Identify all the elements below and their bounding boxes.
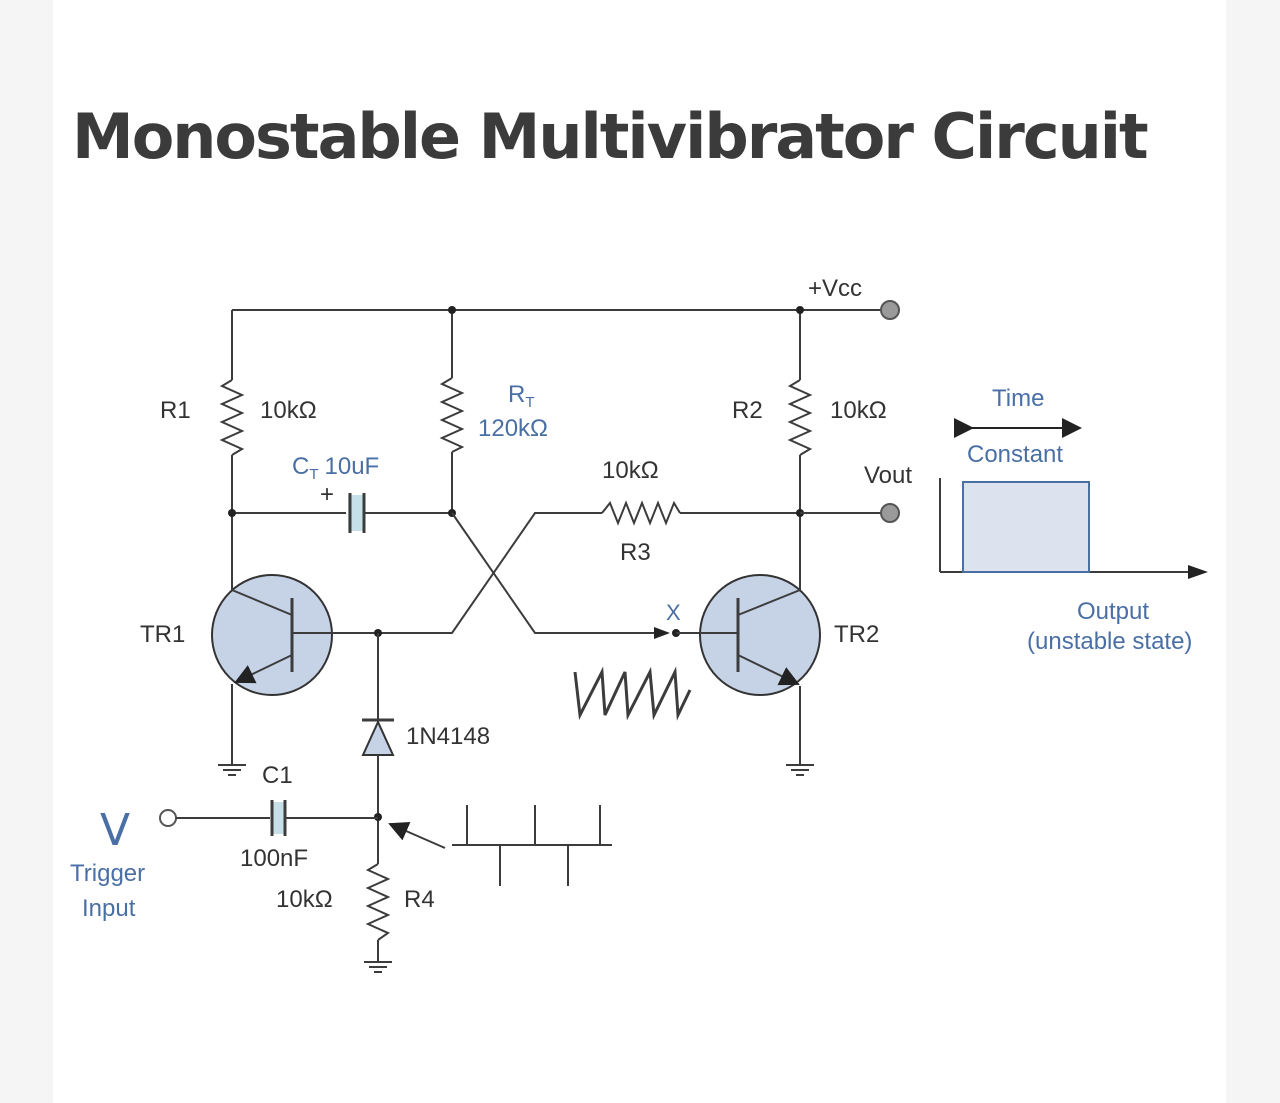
- x-point-arrow: [654, 627, 670, 639]
- junction-dot: [448, 306, 456, 314]
- r1-name: R1: [160, 397, 191, 424]
- output-pulse: [962, 481, 1090, 573]
- tr2-transistor: [699, 574, 821, 696]
- r3-name: R3: [620, 539, 651, 566]
- rt-resistor: [439, 377, 465, 453]
- page-title: Monostable Multivibrator Circuit: [72, 100, 1149, 173]
- vcc-label: +Vcc: [808, 275, 862, 302]
- junction-dot: [796, 306, 804, 314]
- trigger-label-line2: Input: [82, 895, 136, 922]
- tr1-transistor: [211, 574, 333, 696]
- diode-label: 1N4148: [406, 723, 490, 750]
- r4-resistor: [365, 863, 391, 941]
- r3-value: 10kΩ: [602, 457, 659, 484]
- r4-ground-icon: [364, 961, 392, 973]
- sawtooth-waveform-icon: [573, 666, 692, 721]
- r3-resistor: [601, 500, 681, 526]
- pointer-arrow: [388, 822, 446, 849]
- c1-name: C1: [262, 762, 293, 789]
- trigger-pulse-icon: V: [100, 805, 130, 856]
- constant-label: Constant: [967, 441, 1063, 468]
- vcc-terminal[interactable]: [880, 300, 900, 320]
- trigger-input-terminal[interactable]: [159, 809, 177, 827]
- output-graph-x-arrow: [1188, 565, 1208, 579]
- tr2-emitter: [737, 654, 800, 686]
- tr2-ground-icon: [786, 764, 814, 776]
- tr1-label: TR1: [140, 621, 185, 648]
- r2-name: R2: [732, 397, 763, 424]
- rt-value: 120kΩ: [478, 415, 548, 442]
- r4-value: 10kΩ: [276, 886, 333, 913]
- tr1-collector: [231, 589, 293, 616]
- wire-r3-cross: [333, 512, 602, 634]
- x-point-label: X: [666, 600, 681, 625]
- trigger-pulse-waveform-icon: [452, 805, 612, 886]
- c1-capacitor: [271, 802, 285, 834]
- r2-resistor: [787, 379, 813, 456]
- c1-value: 100nF: [240, 845, 308, 872]
- trigger-label-line1: Trigger: [70, 860, 145, 887]
- junction-dot: [228, 509, 236, 517]
- time-label: Time: [992, 385, 1044, 412]
- tr2-label: TR2: [834, 621, 879, 648]
- vout-label: Vout: [864, 462, 912, 489]
- r4-name: R4: [404, 886, 435, 913]
- ct-plus: +: [320, 481, 334, 508]
- r1-value: 10kΩ: [260, 397, 317, 424]
- diode-icon: [361, 719, 395, 756]
- rt-label: RT: [508, 381, 535, 411]
- output-label-line1: Output: [1077, 598, 1149, 625]
- output-label-line2: (unstable state): [1027, 628, 1192, 655]
- r2-value: 10kΩ: [830, 397, 887, 424]
- tr2-collector: [737, 589, 801, 616]
- vout-terminal[interactable]: [880, 503, 900, 523]
- tr1-emitter: [234, 654, 293, 684]
- wire-cross-to-x: [451, 512, 654, 634]
- tr1-ground-icon: [218, 764, 246, 776]
- ct-capacitor: [348, 495, 364, 531]
- r1-resistor: [219, 379, 245, 456]
